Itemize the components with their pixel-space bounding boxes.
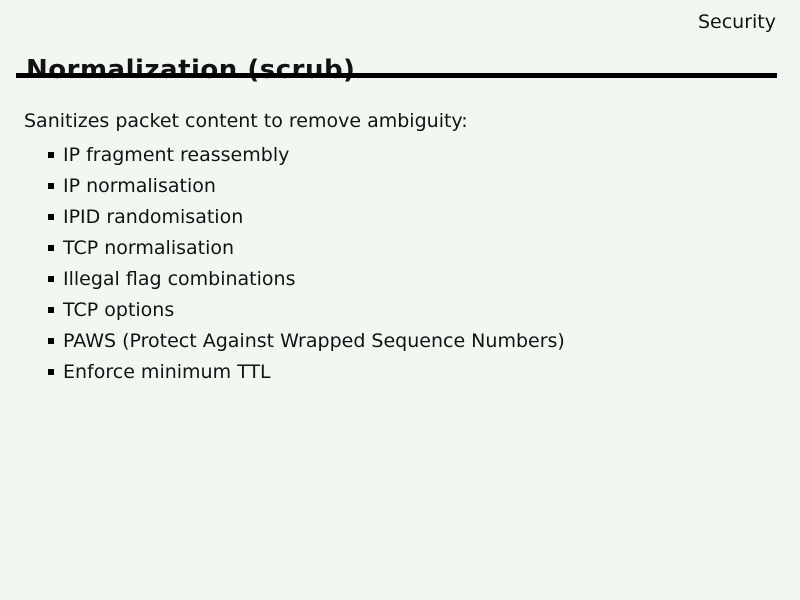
slide-body: Sanitizes packet content to remove ambig… [24,108,780,387]
list-item: Enforce minimum TTL [24,356,780,387]
list-item-label: PAWS (Protect Against Wrapped Sequence N… [63,329,565,352]
square-bullet-icon [48,337,54,344]
intro-text: Sanitizes packet content to remove ambig… [24,110,468,132]
list-item: PAWS (Protect Against Wrapped Sequence N… [24,325,780,356]
square-bullet-icon [48,213,54,220]
list-item-label: IPID randomisation [63,205,244,228]
square-bullet-icon [48,182,54,189]
list-item: TCP options [24,294,780,325]
corner-label: Security [697,11,776,33]
list-item: IPID randomisation [24,201,780,232]
list-item-label: TCP normalisation [63,236,235,259]
square-bullet-icon [48,368,54,375]
square-bullet-icon [48,275,54,282]
list-item: IP fragment reassembly [24,139,780,170]
list-item: TCP normalisation [24,232,780,263]
square-bullet-icon [48,244,54,251]
list-item-label: Illegal flag combinations [63,267,296,290]
list-item-label: Enforce minimum TTL [63,360,271,383]
list-item-label: TCP options [63,298,175,321]
list-item: Illegal flag combinations [24,263,780,294]
list-item-label: IP normalisation [63,174,216,197]
square-bullet-icon [48,306,54,313]
title-underline [16,73,777,78]
bullet-list: IP fragment reassembly IP normalisation … [24,139,780,387]
list-item-label: IP fragment reassembly [63,143,290,166]
list-item: IP normalisation [24,170,780,201]
page-title: Normalization (scrub) [26,55,356,86]
square-bullet-icon [48,151,54,158]
